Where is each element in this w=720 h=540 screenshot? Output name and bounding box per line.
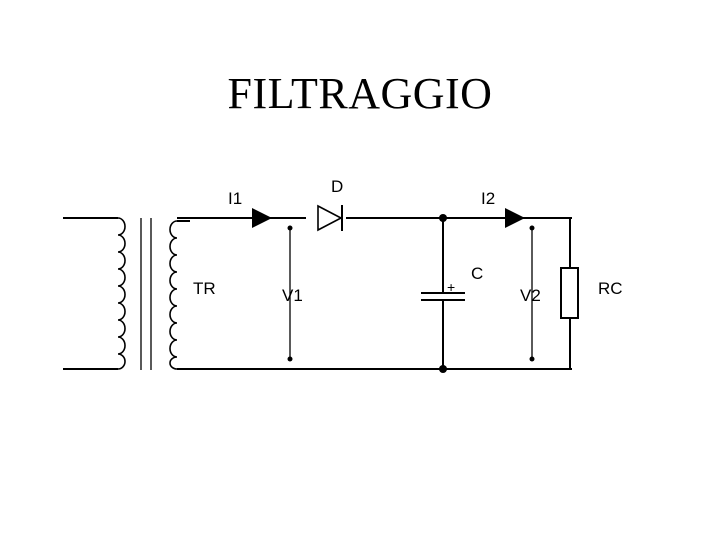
label-c: C: [471, 264, 483, 283]
label-i2: I2: [481, 189, 495, 208]
label-capacitor-plus: +: [447, 279, 455, 295]
voltage-v1-marker: [287, 225, 293, 362]
label-v2: V2: [520, 286, 541, 305]
label-tr: TR: [193, 279, 216, 298]
load-resistor: [560, 218, 579, 369]
label-v1: V1: [282, 286, 303, 305]
label-rc: RC: [598, 279, 623, 298]
transformer-secondary: [169, 220, 190, 370]
label-d: D: [331, 177, 343, 196]
voltage-v2-marker: [529, 225, 535, 362]
diode-symbol: [317, 204, 343, 232]
slide-title: FILTRAGGIO: [227, 69, 493, 118]
transformer-core: [140, 218, 152, 370]
capacitor-symbol: [421, 214, 465, 373]
current-arrow-i1: [252, 208, 272, 228]
current-arrow-i2: [505, 208, 525, 228]
label-i1: I1: [228, 189, 242, 208]
transformer-primary: [63, 217, 126, 370]
